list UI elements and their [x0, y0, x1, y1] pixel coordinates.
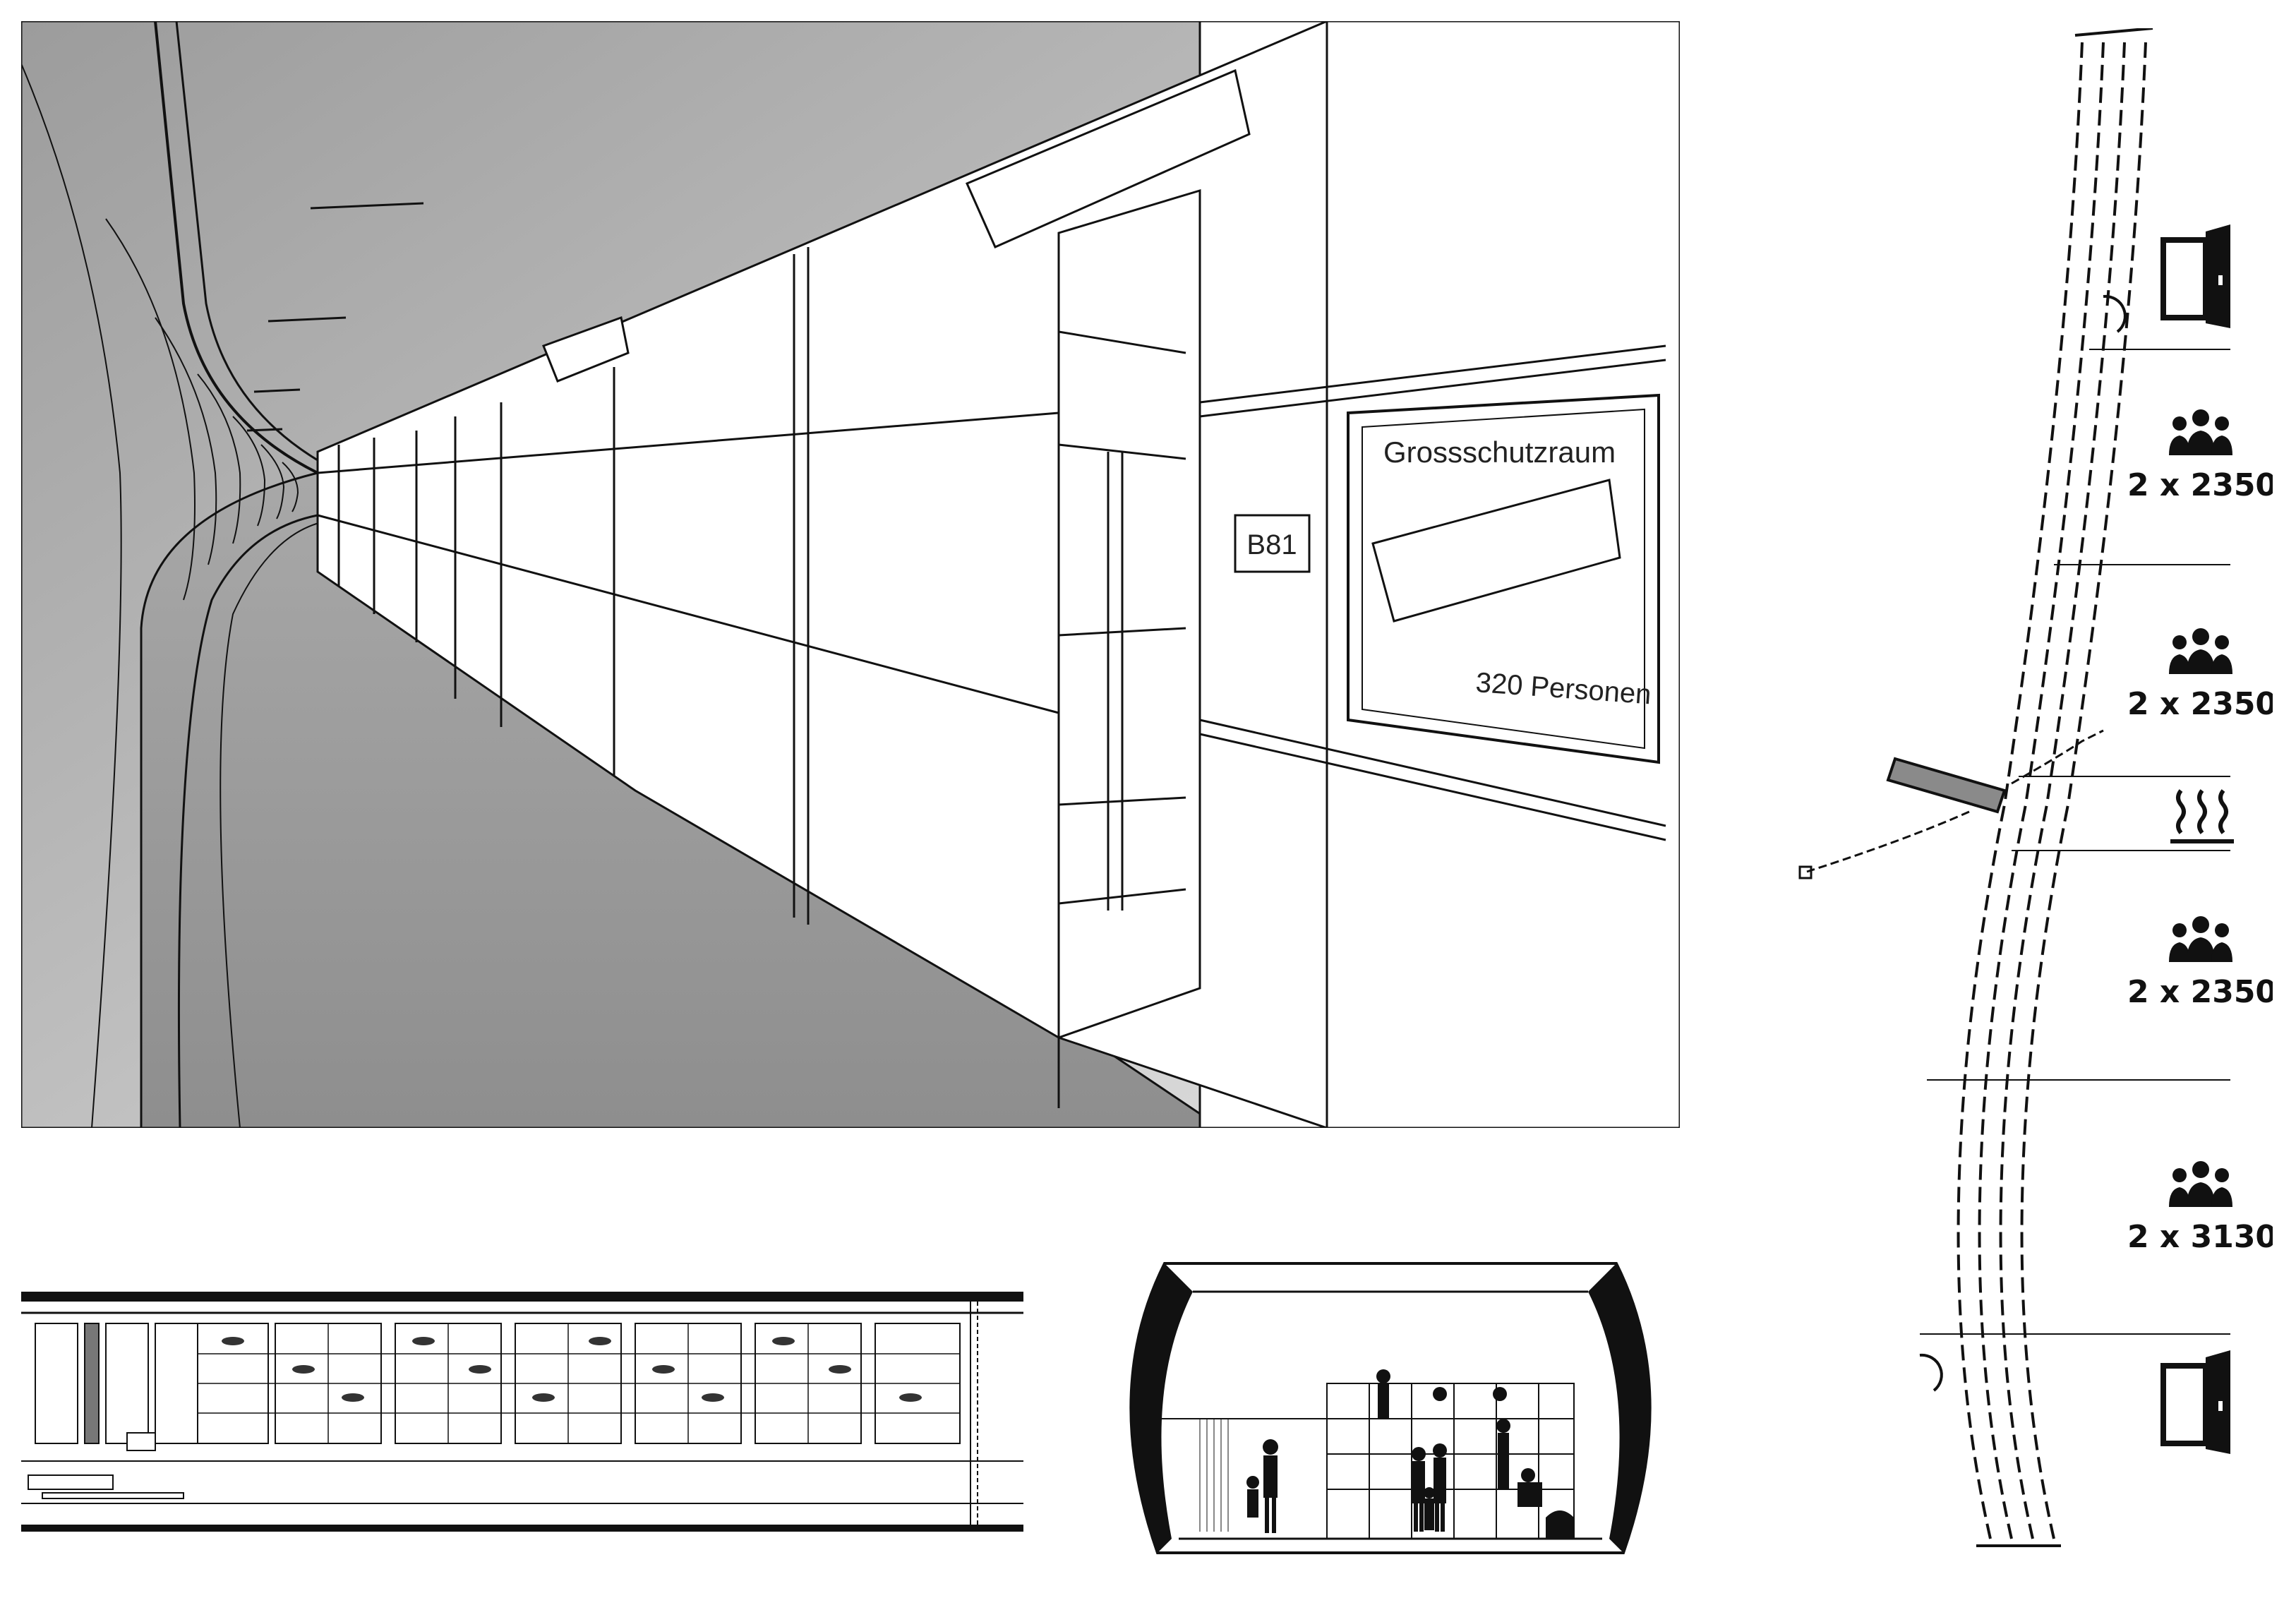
wall-light-fixture [966, 68, 1251, 248]
door-opening [1057, 188, 1201, 1040]
ceiling-lights [246, 202, 424, 432]
people-group-icon [2169, 1161, 2232, 1207]
people-group-icon [2169, 916, 2232, 962]
section-top-slab [21, 1292, 1023, 1302]
section-label-2: 2 x 2350 [2127, 686, 2273, 722]
wall-panel-joints [337, 233, 1060, 1108]
tunnel-tube-plan [1957, 42, 2147, 1539]
tunnel-ribs [21, 63, 299, 1128]
ventilation-heat-icon [2170, 789, 2234, 843]
longitudinal-section-drawing [21, 1292, 1023, 1532]
tunnel-outline [1129, 1262, 1652, 1554]
sign-title: Grossschutzraum [1383, 435, 1616, 469]
room-code-label: B81 [1246, 529, 1297, 560]
tunnel-perspective-drawing: B81 Grossschutzraum 320 Personen [21, 21, 1680, 1128]
people-silhouettes [1246, 1369, 1574, 1539]
section-label-1: 2 x 2350 [2127, 467, 2273, 503]
section-label-4: 2 x 2350 [2127, 974, 2273, 1010]
cross-section-drawing [1115, 1249, 1680, 1560]
walkway-curb [177, 514, 318, 1128]
section-dividers [1920, 349, 2230, 1335]
walkway-edge [220, 522, 322, 1128]
section-label-5: 2 x 3130 [2127, 1219, 2273, 1255]
sign-plaque [1371, 479, 1621, 623]
exit-door-icon [2160, 1350, 2230, 1454]
cable-tray [154, 21, 318, 474]
people-group-icon [2169, 628, 2232, 674]
wall-horizontal-lines [317, 411, 1059, 714]
people-group-icon [2169, 409, 2232, 455]
room-code-plate [1234, 514, 1311, 573]
section-bottom-slab [21, 1525, 1023, 1532]
exit-door-icon [2160, 224, 2230, 328]
perspective-svg: B81 Grossschutzraum 320 Personen [21, 21, 1680, 1128]
access-structure-bar [1886, 757, 2007, 814]
shelter-plan-diagram: 2 x 2350 2 x 2350 2 x 2350 [1779, 28, 2273, 1581]
